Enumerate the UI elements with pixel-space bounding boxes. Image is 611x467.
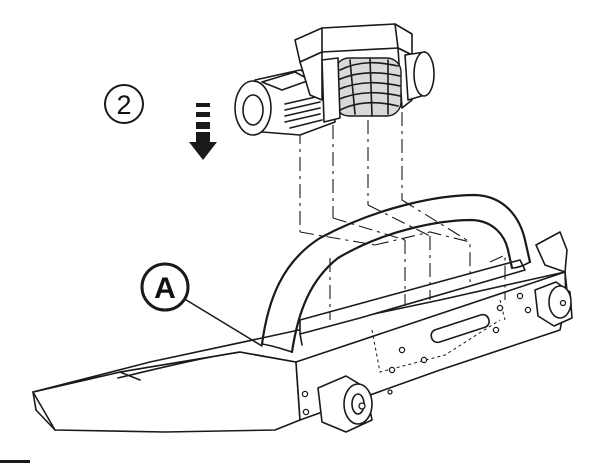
left-shackle-mount bbox=[317, 375, 373, 433]
step-number: 2 bbox=[116, 90, 131, 120]
alignment-lines bbox=[299, 112, 506, 300]
winch-gearbox bbox=[404, 51, 435, 101]
step-callout: 2 bbox=[104, 84, 144, 124]
front-bumper bbox=[32, 193, 573, 433]
bumper-hoop bbox=[260, 193, 532, 346]
right-shackle-mount bbox=[534, 281, 573, 327]
mounting-holes bbox=[301, 292, 532, 416]
fairlead-slot bbox=[430, 313, 490, 344]
down-arrow-icon bbox=[189, 103, 217, 160]
corner-mark bbox=[0, 460, 30, 463]
winch bbox=[234, 23, 435, 136]
part-letter: A bbox=[154, 272, 176, 305]
part-callout: A bbox=[140, 262, 263, 347]
cable-drum bbox=[334, 57, 402, 117]
